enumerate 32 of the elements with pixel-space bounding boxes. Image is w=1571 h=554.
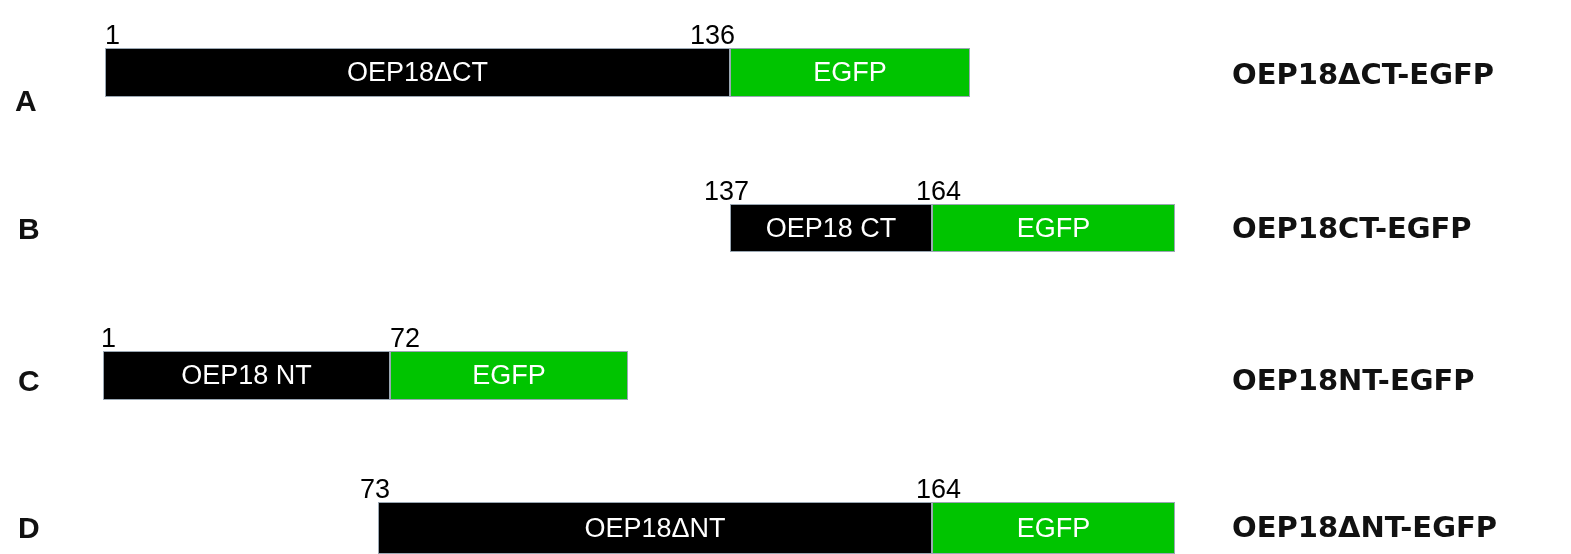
segment-label: EGFP (1016, 212, 1091, 244)
row-letter: A (15, 86, 37, 116)
protein-segment (730, 204, 932, 252)
row-letter: D (18, 513, 40, 543)
residue-number: 73 (360, 476, 391, 503)
segment-label: OEP18 NT (181, 360, 312, 391)
construct-name: OEP18CT-EGFP (1232, 214, 1472, 243)
egfp-segment (730, 48, 970, 97)
residue-number: 164 (916, 178, 962, 205)
protein-segment (105, 48, 730, 97)
construct-name: OEP18NT-EGFP (1232, 366, 1475, 395)
segment-label: EGFP (472, 360, 546, 391)
construct-name: OEP18ΔCT-EGFP (1232, 60, 1495, 89)
row-letter: B (18, 214, 40, 244)
segment-label: EGFP (813, 57, 887, 88)
residue-number: 72 (390, 325, 421, 352)
residue-number: 1 (101, 325, 117, 352)
egfp-segment (932, 502, 1175, 554)
segment-label: OEP18 CT (765, 212, 897, 244)
segment-label: EGFP (1016, 512, 1091, 544)
residue-number: 164 (916, 476, 962, 503)
row-letter: C (18, 366, 40, 396)
residue-number: 136 (690, 22, 736, 49)
protein-segment (378, 502, 932, 554)
segment-label: OEP18ΔCT (346, 57, 489, 88)
segment-label: OEP18ΔNT (584, 512, 726, 544)
construct-name: OEP18ΔNT-EGFP (1232, 513, 1498, 542)
egfp-segment (390, 351, 628, 400)
residue-number: 1 (105, 22, 121, 49)
residue-number: 137 (704, 178, 750, 205)
protein-segment (103, 351, 390, 400)
egfp-segment (932, 204, 1175, 252)
